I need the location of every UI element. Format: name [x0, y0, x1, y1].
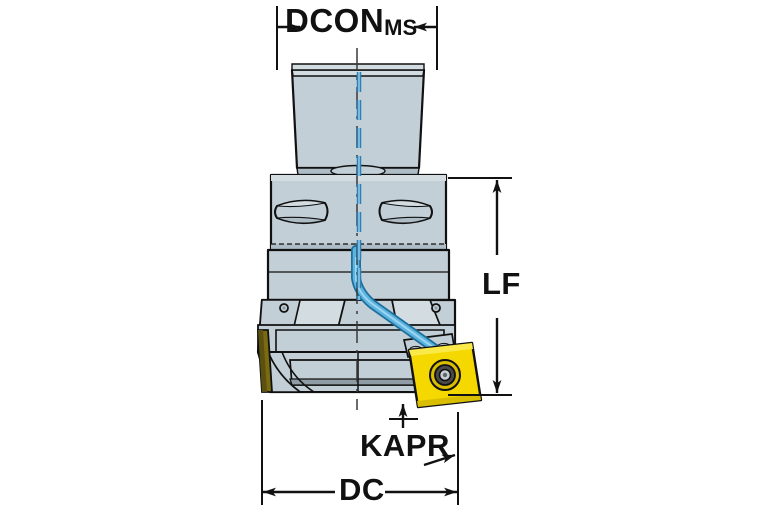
kapr-dimension-label: KAPR — [360, 428, 450, 463]
drive-slot-left — [274, 199, 329, 224]
center-axis-line — [356, 48, 362, 410]
kapr-dimension-line — [389, 404, 459, 492]
cutting-insert — [407, 341, 483, 409]
dc-dimension-line — [261, 400, 459, 505]
dcon-label-subscript: MS — [384, 15, 418, 40]
lf-dimension-label: LF — [482, 266, 521, 301]
insert-clamp-screw — [429, 359, 461, 391]
dcon-label-main: DCON — [285, 2, 385, 39]
lf-dimension-line — [448, 177, 512, 396]
dcon-dimension-line — [276, 6, 438, 70]
coolant-channel — [351, 245, 453, 363]
dcon-dimension-label: DCONMS — [285, 4, 417, 44]
cutting-insert-left — [257, 329, 273, 393]
drive-slot-right — [378, 199, 433, 224]
tool-geometry — [256, 48, 483, 410]
dc-dimension-label: DC — [339, 472, 385, 507]
